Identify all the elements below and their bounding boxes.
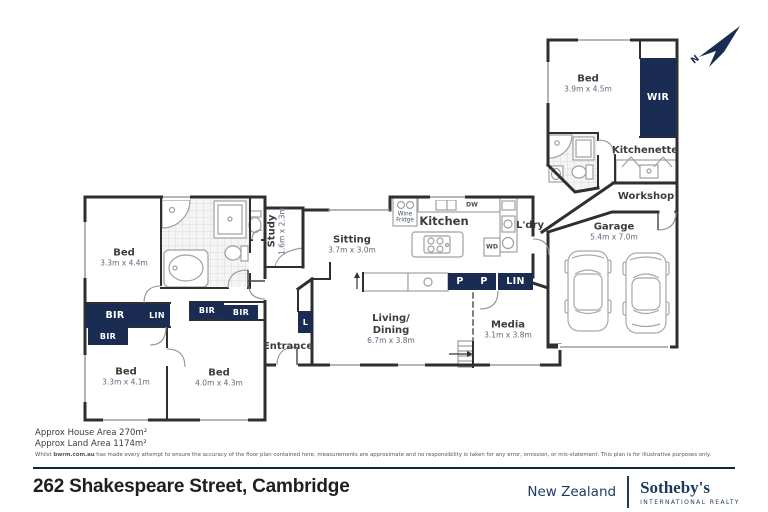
fixtures-layer (161, 134, 677, 292)
pantry: P (448, 273, 472, 290)
room-label-bed-bottom-mid: Bed 4.0m x 4.3m (195, 367, 243, 388)
wardrobe-bir: BIR (224, 305, 258, 320)
car-icon (622, 252, 670, 334)
brand-logo: New Zealand Sotheby's INTERNATIONAL REAL… (527, 476, 740, 508)
linen-cupboard: LIN (144, 304, 170, 327)
room-label-bed-master: Bed 3.9m x 4.5m (564, 73, 612, 94)
room-label-garage: Garage 5.4m x 7.0m (590, 221, 638, 242)
brand-region: New Zealand (527, 484, 617, 500)
linen-cupboard: LIN (498, 273, 533, 290)
step-arrow-icon (354, 272, 360, 289)
room-label-kitchen: Kitchen (419, 214, 469, 229)
land-area-note: Approx Land Area 1174m² (35, 439, 147, 449)
north-arrow-icon: N (690, 26, 740, 67)
north-label: N (690, 54, 702, 67)
toilet-icon (224, 245, 249, 262)
room-label-ldry: L'dry (515, 220, 545, 232)
room-label-entrance: Entrance (262, 341, 314, 353)
ensuite-corner-shower-icon (548, 134, 573, 159)
kitchen-counter (417, 197, 501, 213)
oven-tower-icon (499, 197, 518, 253)
car-icon (564, 250, 612, 332)
room-label-living-dining: Living/ Dining 6.7m x 3.8m (367, 312, 415, 345)
wardrobe-bir: BIR (190, 302, 224, 319)
wardrobe-bir: BIR (88, 327, 128, 345)
wc-toilet-icon (248, 210, 262, 234)
door-leaves (247, 212, 659, 365)
bath-icon (163, 249, 209, 288)
stairs-icon (449, 340, 474, 368)
room-label-workshop: Workshop (617, 191, 675, 203)
label-dw: DW (466, 201, 478, 209)
shower-icon (213, 200, 247, 239)
ensuite-toilet-icon (571, 164, 594, 180)
house-area-note: Approx House Area 270m² (35, 428, 148, 438)
cabinet-row (362, 272, 449, 292)
walls-layer (83, 38, 679, 422)
brand-divider (627, 476, 630, 508)
room-label-bed-top-left: Bed 3.3m x 4.4m (100, 247, 148, 268)
disclaimer-text: Whilst bwrm.com.au has made every attemp… (35, 452, 712, 458)
bifold-door-icon (653, 156, 673, 168)
brand-tagline: INTERNATIONAL REALTY (640, 498, 740, 506)
corner-shower-icon (161, 199, 191, 229)
room-label-bed-bottom-left: Bed 3.3m x 4.1m (102, 366, 150, 387)
doors-layer (143, 139, 677, 368)
label-wine-fridge: Wine Fridge (396, 211, 414, 224)
kitchen-island (411, 231, 464, 258)
room-label-sitting: Sitting 3.7m x 3.0m (328, 234, 376, 255)
wardrobe-bir: BIR (86, 304, 144, 327)
windows-layer (82, 37, 670, 423)
room-label-study: Study 1.6m x 2.3m (266, 207, 287, 255)
linen-cupboard-l: L (298, 311, 313, 333)
pantry: P (472, 273, 496, 290)
footer-divider (33, 467, 735, 469)
ensuite-shower-icon (572, 136, 595, 161)
label-wd: WD (486, 243, 498, 251)
wine-fridge-icon (392, 197, 418, 227)
room-label-media: Media 3.1m x 3.8m (484, 319, 532, 340)
door-gap (276, 362, 298, 368)
door-gap (262, 279, 268, 300)
property-address: 262 Shakespeare Street, Cambridge (33, 476, 350, 497)
room-label-kitchenette: Kitchenette (611, 145, 679, 157)
brand-name: Sotheby's (640, 477, 710, 497)
bifold-door-icon (621, 156, 641, 168)
wardrobe-wir: WIR (640, 58, 676, 137)
washer-dryer-icon (483, 237, 501, 257)
